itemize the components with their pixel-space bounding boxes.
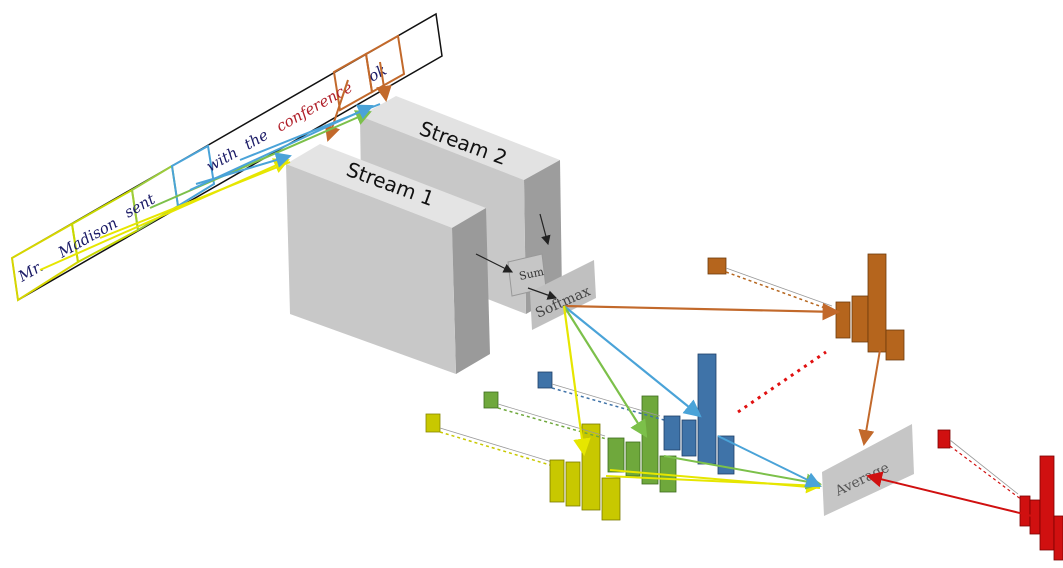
red-output-histogram <box>937 429 1063 561</box>
stream-1-block: Stream 1 <box>286 144 490 374</box>
softmax-output-arrows <box>562 302 841 457</box>
average-node: Average <box>822 424 914 516</box>
yellow-attention-histogram <box>425 413 621 521</box>
internal-arrows <box>475 213 558 300</box>
ellipsis-dots <box>737 350 827 414</box>
sum-label: Sum <box>518 265 546 283</box>
input-arrows <box>39 61 392 271</box>
blue-attention-histogram <box>537 353 735 475</box>
orange-attention-histogram <box>707 253 905 361</box>
histogram-to-average-arrows <box>605 349 1033 517</box>
